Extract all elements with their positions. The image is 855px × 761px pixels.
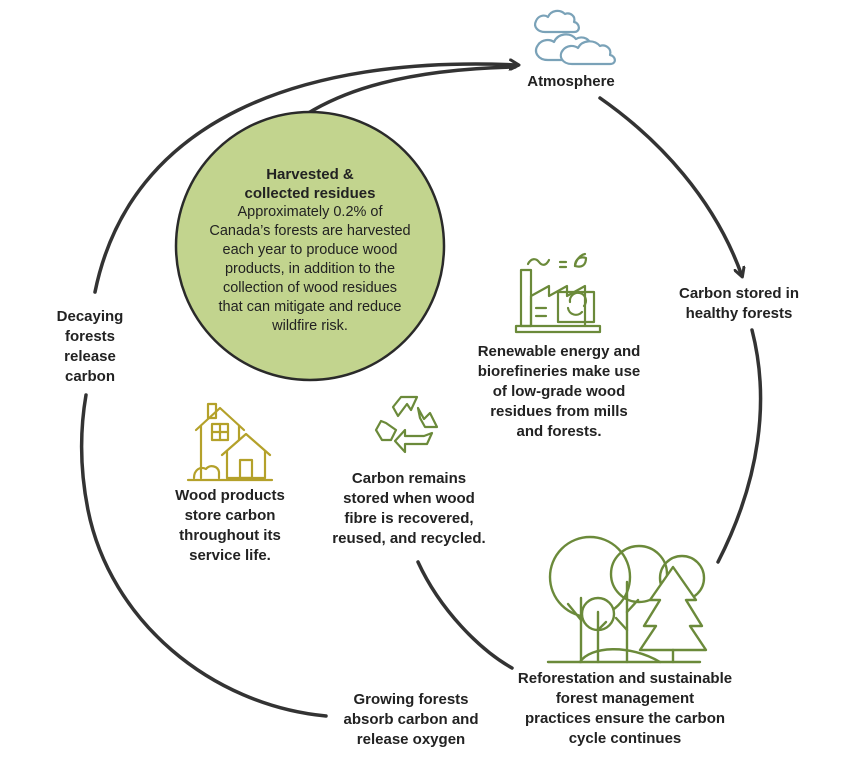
recycle-icon — [374, 395, 439, 454]
atmosphere-label: Atmosphere — [506, 72, 636, 92]
arc-growing-to-decaying — [79, 393, 328, 718]
harvest-body-line: collection of wood residues — [222, 280, 398, 296]
factory-icon — [514, 252, 602, 334]
arrow-atmosphere-to-forests — [598, 96, 742, 276]
atmosphere-label-line: Atmosphere — [527, 73, 615, 90]
harvest-body-line: each year to produce wood — [222, 242, 398, 258]
reforestation-label-line: forest management — [555, 690, 695, 707]
decaying-forests-label-line: forests — [64, 328, 116, 345]
reforestation-label-line: practices ensure the carbon — [524, 710, 726, 727]
growing-forests-label: Growing forests absorb carbon and release … — [326, 690, 496, 750]
decaying-forests-label-line: carbon — [64, 368, 115, 385]
carbon-stored-label-line: Carbon stored in — [678, 285, 799, 302]
wood-products-label-line: Wood products — [175, 487, 285, 504]
harvest-body-line: Approximately 0.2% of — [237, 204, 383, 220]
growing-forests-label-line: Growing forests — [353, 691, 469, 708]
harvest-body-line: Canada’s forests are harvested — [209, 223, 411, 239]
reforestation-label-line: Reforestation and sustainable — [517, 670, 733, 687]
forest-trees-icon — [546, 535, 708, 664]
decaying-forests-label: Decaying forests release carbon — [30, 307, 150, 387]
arc-recycling-to-reforestation — [416, 560, 514, 670]
carbon-remains-label-line: stored when wood — [343, 490, 475, 507]
reforestation-label-line: cycle continues — [568, 730, 682, 747]
wood-products-label-line: service life. — [189, 547, 271, 564]
harvest-title-line: collected residues — [244, 185, 376, 202]
carbon-stored-label-line: healthy forests — [685, 305, 793, 322]
house-icon — [186, 402, 274, 482]
decaying-forests-label-line: Decaying — [56, 308, 124, 325]
carbon-remains-label-line: Carbon remains — [351, 470, 467, 487]
renewable-energy-label-line: of low-grade wood — [492, 383, 626, 400]
growing-forests-label-line: release oxygen — [356, 731, 466, 748]
carbon-remains-label-line: reused, and recycled. — [332, 530, 486, 547]
harvest-title: Harvested & collected residues — [180, 165, 440, 203]
carbon-remains-label-line: fibre is recovered, — [344, 510, 474, 527]
renewable-energy-label-line: and forests. — [516, 423, 602, 440]
wood-products-label-line: throughout its — [179, 527, 281, 544]
decaying-forests-label-line: release — [64, 348, 116, 365]
harvest-body-line: wildfire risk. — [272, 318, 348, 334]
harvest-text: Harvested & collected residues Approximat… — [180, 165, 440, 336]
wood-products-label-line: store carbon — [184, 507, 276, 524]
arc-forests-to-reforestation — [716, 328, 763, 564]
reforestation-label: Reforestation and sustainable forest mana… — [500, 669, 750, 749]
wood-products-label: Wood products store carbon throughout its s… — [160, 486, 300, 566]
renewable-energy-label-line: biorefineries make use — [477, 363, 641, 380]
renewable-energy-label: Renewable energy and biorefineries make u… — [454, 342, 664, 442]
cloud-icon — [534, 9, 616, 66]
growing-forests-label-line: absorb carbon and — [343, 711, 479, 728]
harvest-body-line: products, in addition to the — [224, 261, 396, 277]
carbon-stored-label: Carbon stored in healthy forests — [664, 284, 814, 324]
arrow-decaying-to-atmosphere — [93, 64, 518, 294]
harvest-circle — [174, 110, 446, 382]
harvest-body-line: that can mitigate and reduce — [218, 299, 402, 315]
harvest-body: Approximately 0.2% of Canada’s forests ar… — [180, 203, 440, 336]
harvest-title-line: Harvested & — [266, 166, 354, 183]
renewable-energy-label-line: residues from mills — [490, 403, 628, 420]
renewable-energy-label-line: Renewable energy and — [477, 343, 641, 360]
carbon-remains-label: Carbon remains stored when wood fibre is r… — [314, 469, 504, 549]
